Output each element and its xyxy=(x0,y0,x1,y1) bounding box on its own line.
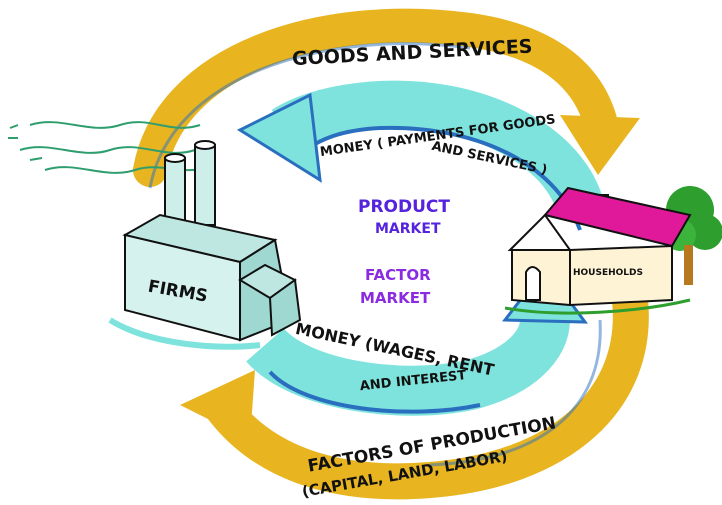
factor-market-label-line1: FACTOR xyxy=(365,266,431,284)
product-market-label-line2: MARKET xyxy=(375,221,441,237)
factors-production-arrow xyxy=(180,298,649,500)
firms-factory-icon xyxy=(8,121,302,350)
product-market-label-line1: PRODUCT xyxy=(358,197,450,217)
households-house-icon xyxy=(504,186,722,315)
households-label: HOUSEHOLDS xyxy=(573,268,643,278)
goods-services-arrow xyxy=(133,8,640,189)
money-payments-arrow xyxy=(236,80,603,231)
factor-market-label-line2: MARKET xyxy=(360,289,431,307)
